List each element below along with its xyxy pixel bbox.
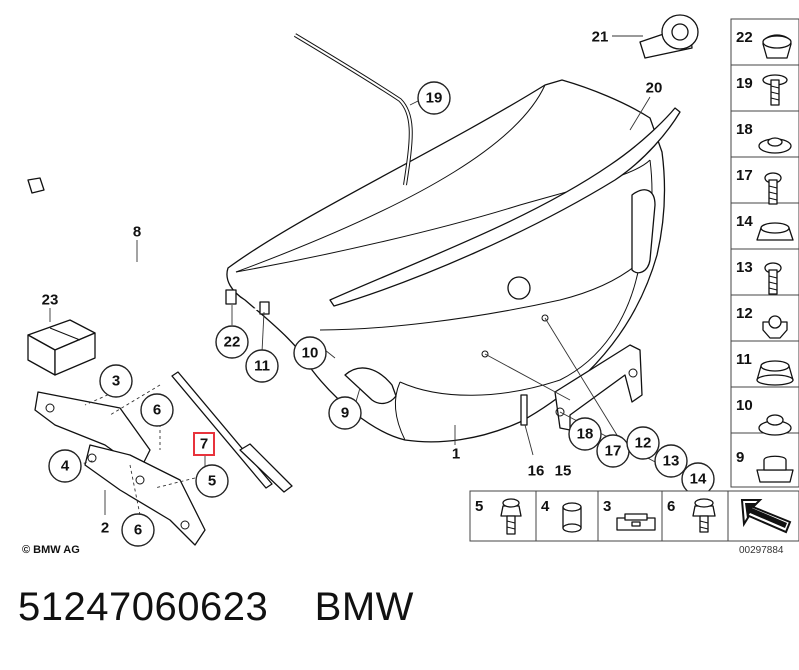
direction-arrow-icon (740, 499, 792, 534)
bushing-icon (562, 502, 582, 533)
rubber-buffer-icon (756, 222, 794, 241)
clip-nut-icon (756, 455, 794, 483)
callout-22-label: 22 (224, 334, 241, 351)
callout-6b-label: 6 (134, 522, 142, 539)
bottom-label-6: 6 (667, 498, 675, 515)
sidebar-label-11: 11 (736, 351, 752, 368)
callout-22: 22 (215, 325, 249, 359)
part-caption: 51247060623 BMW (18, 585, 414, 630)
copyright-text: © BMW AG (22, 544, 80, 556)
callout-7-highlight: 7 (193, 432, 215, 456)
sidebar-label-18: 18 (736, 121, 753, 138)
parts-bottom-row: 5 4 3 6 (469, 490, 799, 542)
plate-bracket (520, 344, 643, 431)
hex-bolt-icon (500, 498, 522, 535)
callout-13: 13 (654, 444, 688, 478)
box-part (27, 319, 96, 376)
callout-16-label: 16 (528, 463, 545, 480)
callout-15-label: 15 (555, 463, 572, 480)
sidebar-label-17: 17 (736, 167, 753, 184)
callout-18: 18 (568, 417, 602, 451)
callout-11: 11 (245, 349, 279, 383)
callout-8-label: 8 (133, 224, 141, 241)
screw-with-washer-icon (762, 74, 788, 106)
callout-6b: 6 (121, 513, 155, 547)
callout-10: 10 (293, 336, 327, 370)
callout-12-label: 12 (635, 435, 652, 452)
callout-1-label: 1 (452, 446, 460, 463)
sidebar-label-13: 13 (736, 259, 753, 276)
callout-2-label: 2 (101, 520, 109, 537)
callout-9: 9 (328, 396, 362, 430)
callout-7-label: 7 (200, 436, 208, 453)
callout-21-label: 21 (592, 29, 609, 46)
callout-5: 5 (195, 464, 229, 498)
parts-diagram: 19 3 6 4 5 6 22 11 10 9 18 17 (22, 14, 799, 556)
sidebar-label-12: 12 (736, 305, 753, 322)
gas-strut (171, 371, 293, 493)
callout-19-label: 19 (426, 90, 443, 107)
bumper-plug-icon (762, 34, 792, 59)
callout-9-label: 9 (341, 405, 349, 422)
seal-roll-icon (639, 14, 699, 59)
screw-icon (764, 262, 782, 295)
callout-4-label: 4 (61, 458, 70, 475)
sidebar-label-14: 14 (736, 213, 753, 230)
callout-4: 4 (48, 449, 82, 483)
callout-12: 12 (626, 426, 660, 460)
callout-11-label: 11 (254, 358, 270, 375)
callout-17-label: 17 (605, 443, 622, 460)
release-cable (27, 33, 413, 312)
bottom-label-4: 4 (541, 498, 550, 515)
brand-name: BMW (314, 585, 414, 629)
grommet-icon (758, 414, 792, 436)
rubber-buffer-icon (259, 301, 270, 315)
callout-5-label: 5 (208, 473, 216, 490)
sidebar-label-10: 10 (736, 397, 753, 414)
callout-19: 19 (417, 81, 451, 115)
callout-20-label: 20 (646, 80, 663, 97)
callout-6a-label: 6 (153, 402, 161, 419)
hex-bolt-icon (692, 498, 716, 533)
clip-nut-icon (762, 315, 788, 339)
bottom-label-3: 3 (603, 498, 611, 515)
parts-sidebar: 22 19 18 17 14 13 12 11 10 9 (730, 18, 799, 488)
diagram-number: 00297884 (739, 545, 784, 556)
callout-10-label: 10 (302, 345, 319, 362)
callout-3-label: 3 (112, 373, 120, 390)
grommet-icon (758, 137, 792, 154)
hinge-assembly (34, 391, 206, 546)
callout-23-label: 23 (42, 292, 59, 309)
callout-14-label: 14 (690, 471, 707, 488)
callout-3: 3 (99, 364, 133, 398)
sidebar-label-22: 22 (736, 29, 753, 46)
sidebar-label-19: 19 (736, 75, 753, 92)
rear-spoiler (329, 107, 681, 307)
callout-18-label: 18 (577, 426, 594, 443)
callout-6a: 6 (140, 393, 174, 427)
bracket-clip-icon (616, 513, 656, 531)
bumper-plug-icon (225, 289, 237, 305)
callout-17: 17 (596, 434, 630, 468)
bottom-label-5: 5 (475, 498, 483, 515)
sidebar-label-9: 9 (736, 449, 744, 466)
part-number: 51247060623 (18, 585, 269, 629)
callout-13-label: 13 (663, 453, 680, 470)
callout-14: 14 (681, 462, 715, 496)
screw-icon (764, 172, 782, 205)
rubber-buffer-icon (756, 360, 794, 386)
